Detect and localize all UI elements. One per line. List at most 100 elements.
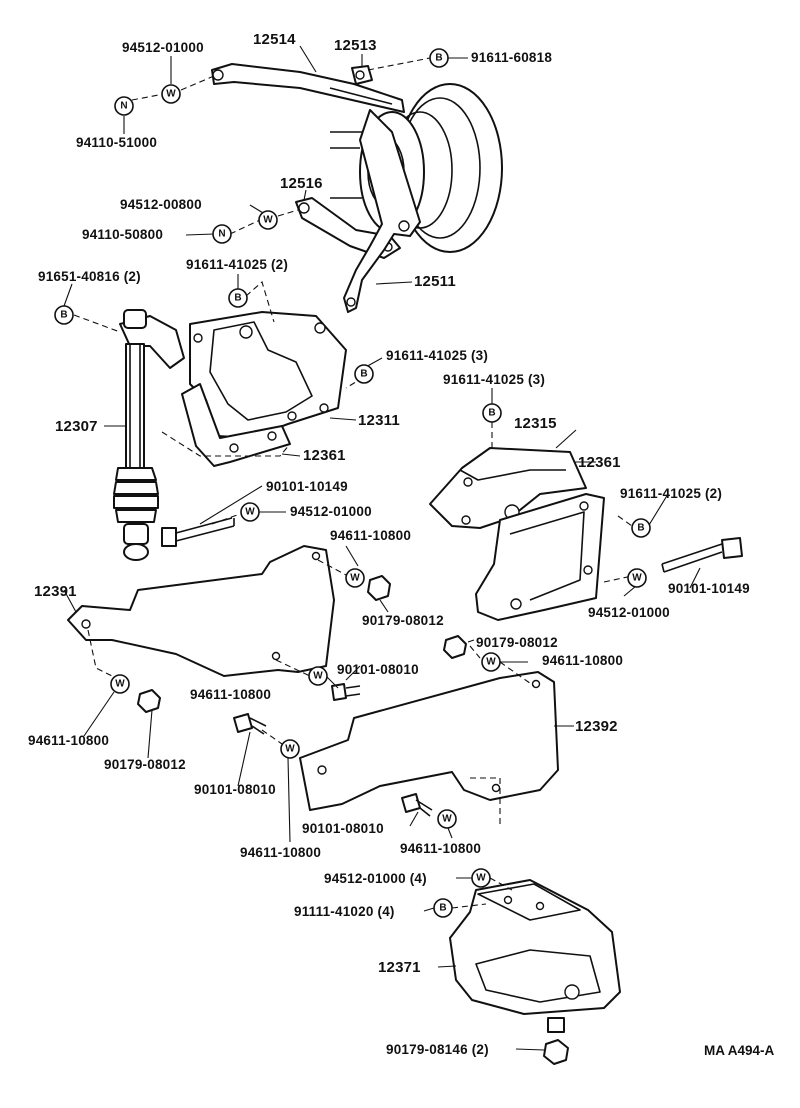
- label-90101-10149-a: 90101-10149: [266, 479, 348, 494]
- label-94512-01000-d: 94512-01000 (4): [324, 871, 427, 886]
- nut-90179-08012-b: [137, 689, 161, 713]
- bolt-symbol: B: [54, 305, 74, 325]
- label-12361-right: 12361: [578, 454, 621, 471]
- svg-text:W: W: [486, 657, 496, 668]
- label-90101-08010-a: 90101-08010: [337, 662, 419, 677]
- bolt-symbol: B: [631, 518, 651, 538]
- label-91111-41020: 91111-41020 (4): [294, 904, 395, 919]
- label-94512-01000-c: 94512-01000: [588, 605, 670, 620]
- label-12511: 12511: [414, 273, 456, 290]
- label-94611-10800-a: 94611-10800: [330, 528, 412, 543]
- label-12514: 12514: [253, 31, 296, 48]
- label-12516: 12516: [280, 175, 323, 192]
- washer-symbol: W: [240, 502, 260, 522]
- washer-symbol: W: [161, 84, 181, 104]
- label-90101-08010-b: 90101-08010: [194, 782, 276, 797]
- bolt-symbol: B: [482, 403, 502, 423]
- engine-mount-bracket-12315: [429, 447, 587, 529]
- label-94512-01000-b: 94512-01000: [290, 504, 372, 519]
- label-94512-00800: 94512-00800: [120, 197, 202, 212]
- drawing-code: MA A494-A: [704, 1043, 775, 1058]
- bolt-90101-08010-c: [401, 793, 433, 817]
- label-12392: 12392: [575, 718, 618, 735]
- label-90101-10149-b: 90101-10149: [668, 581, 750, 596]
- label-91611-41025-a: 91611-41025 (2): [186, 257, 289, 272]
- svg-text:W: W: [632, 573, 642, 584]
- label-91611-41025-d: 91611-41025 (2): [620, 486, 723, 501]
- label-90179-08146: 90179-08146 (2): [386, 1042, 489, 1057]
- bolt-90101-10149-right: [661, 537, 743, 573]
- svg-text:B: B: [439, 903, 446, 914]
- svg-text:W: W: [476, 873, 486, 884]
- label-94611-10800-c: 94611-10800: [190, 687, 272, 702]
- engine-mount-bracket-12361-right: [475, 493, 605, 621]
- bolt-symbol: B: [228, 288, 248, 308]
- svg-text:W: W: [285, 744, 295, 755]
- adjusting-bar-12514: [211, 63, 405, 113]
- bolt-symbol: B: [429, 48, 449, 68]
- bolt-symbol: B: [433, 898, 453, 918]
- label-94611-10800-f: 94611-10800: [400, 841, 482, 856]
- washer-symbol: W: [110, 674, 130, 694]
- svg-text:W: W: [350, 573, 360, 584]
- stiffener-plate-12392: [299, 671, 559, 811]
- label-94611-10800-d: 94611-10800: [28, 733, 110, 748]
- svg-text:N: N: [218, 229, 225, 240]
- label-12307: 12307: [55, 418, 98, 435]
- nut-90179-08146: [543, 1039, 569, 1065]
- label-12513: 12513: [334, 37, 377, 54]
- svg-text:N: N: [120, 101, 127, 112]
- svg-text:W: W: [442, 814, 452, 825]
- svg-text:W: W: [313, 671, 323, 682]
- washer-symbol: W: [481, 652, 501, 672]
- adjusting-bar-12513: [351, 65, 373, 85]
- label-90179-08012-c: 90179-08012: [104, 757, 186, 772]
- washer-symbol: W: [308, 666, 328, 686]
- dashed-lines: [73, 57, 633, 909]
- stiffener-plate-12391: [67, 545, 335, 677]
- svg-text:B: B: [637, 523, 644, 534]
- label-90101-08010-c: 90101-08010: [302, 821, 384, 836]
- bolt-90101-10149-left: [161, 517, 235, 547]
- engine-mount-bracket-12311: [189, 311, 347, 439]
- washer-symbol: W: [345, 568, 365, 588]
- svg-text:W: W: [166, 89, 176, 100]
- washer-symbol: W: [258, 210, 278, 230]
- label-91611-41025-c: 91611-41025 (3): [443, 372, 546, 387]
- svg-text:B: B: [60, 310, 67, 321]
- label-12391: 12391: [34, 583, 77, 600]
- label-94611-10800-b: 94611-10800: [542, 653, 624, 668]
- label-94611-10800-e: 94611-10800: [240, 845, 322, 860]
- engine-mount-insulator-12371: [449, 879, 621, 1033]
- washer-symbol: W: [627, 568, 647, 588]
- label-91651-40816: 91651-40816 (2): [38, 269, 141, 284]
- svg-text:B: B: [435, 53, 442, 64]
- nut-symbol: N: [212, 224, 232, 244]
- washer-symbol: W: [471, 868, 491, 888]
- svg-text:W: W: [263, 215, 273, 226]
- bolt-90101-08010-b: [233, 713, 267, 735]
- nut-90179-08012-c: [443, 635, 467, 659]
- nut-90179-08012-a: [367, 575, 391, 601]
- bolt-symbol: B: [354, 364, 374, 384]
- label-12315: 12315: [514, 415, 557, 432]
- label-94512-01000: 94512-01000: [122, 40, 204, 55]
- shock-absorber-12307: [113, 309, 185, 561]
- label-90179-08012-a: 90179-08012: [362, 613, 444, 628]
- svg-text:B: B: [234, 293, 241, 304]
- label-90179-08012-b: 90179-08012: [476, 635, 558, 650]
- svg-text:B: B: [488, 408, 495, 419]
- label-12361-left: 12361: [303, 447, 346, 464]
- label-91611-60818: 91611-60818: [471, 50, 553, 65]
- nut-symbol: N: [114, 96, 134, 116]
- svg-text:W: W: [115, 679, 125, 690]
- bolt-90101-08010-a: [331, 683, 361, 701]
- leader-lines: [63, 45, 701, 1051]
- svg-text:B: B: [360, 369, 367, 380]
- washer-symbol: W: [437, 809, 457, 829]
- bracket-12511: [343, 109, 421, 313]
- washer-symbol: W: [280, 739, 300, 759]
- label-12311: 12311: [358, 412, 400, 429]
